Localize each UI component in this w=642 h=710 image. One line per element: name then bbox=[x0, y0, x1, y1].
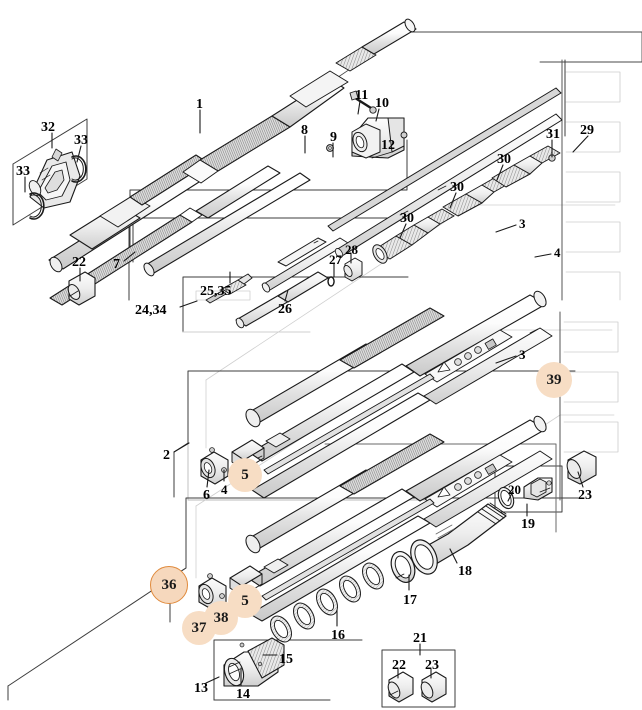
callout-25-35: 25,35 bbox=[200, 284, 232, 299]
callout-30: 30 bbox=[497, 152, 511, 167]
callout-16: 16 bbox=[331, 628, 345, 643]
leader-line-2 bbox=[173, 442, 190, 453]
highlight-marker-39[interactable]: 39 bbox=[536, 362, 572, 398]
callout-33: 33 bbox=[74, 133, 88, 148]
callout-8: 8 bbox=[301, 123, 308, 138]
leader-line-29 bbox=[572, 135, 589, 153]
leader-line-33 bbox=[76, 145, 82, 163]
callout-7: 7 bbox=[113, 257, 120, 272]
callout-22: 22 bbox=[392, 658, 406, 673]
callout-29: 29 bbox=[580, 123, 594, 138]
callout-17: 17 bbox=[403, 593, 417, 608]
callout-15: 15 bbox=[279, 652, 293, 667]
highlight-marker-5[interactable]: 5 bbox=[228, 458, 262, 492]
callout-12: 12 bbox=[381, 138, 395, 153]
callout-22: 22 bbox=[72, 255, 86, 270]
callout-20: 20 bbox=[508, 482, 521, 497]
callout-9: 9 bbox=[330, 130, 337, 145]
callout-23: 23 bbox=[578, 488, 592, 503]
leader-line-30 bbox=[449, 192, 457, 209]
leader-line-20 bbox=[507, 490, 514, 502]
callout-13: 13 bbox=[194, 681, 208, 696]
callout-28: 28 bbox=[345, 242, 358, 257]
callout-31: 31 bbox=[546, 127, 560, 142]
leader-line-4 bbox=[534, 253, 552, 258]
leader-line-30 bbox=[496, 164, 504, 181]
leader-line-11 bbox=[357, 100, 361, 115]
callout-3: 3 bbox=[519, 216, 526, 231]
callout-30: 30 bbox=[450, 180, 464, 195]
callout-23: 23 bbox=[425, 658, 439, 673]
callout-14: 14 bbox=[236, 687, 250, 702]
leader-line-30 bbox=[399, 223, 407, 239]
leader-line-13 bbox=[205, 676, 220, 684]
leader-line-3 bbox=[495, 355, 517, 364]
leader-line-18 bbox=[449, 548, 458, 564]
callout-18: 18 bbox=[458, 564, 472, 579]
leader-line-26 bbox=[284, 289, 289, 302]
callout-21: 21 bbox=[413, 631, 427, 646]
highlight-marker-37[interactable]: 37 bbox=[182, 611, 216, 645]
callout-27: 27 bbox=[329, 252, 342, 267]
callout-2: 2 bbox=[163, 448, 170, 463]
callout-1: 1 bbox=[196, 97, 203, 112]
leader-line-24-34 bbox=[179, 300, 198, 308]
callout-19: 19 bbox=[521, 517, 535, 532]
callout-24-34: 24,34 bbox=[135, 303, 167, 318]
callout-6: 6 bbox=[203, 488, 210, 503]
callout-4: 4 bbox=[554, 245, 561, 260]
callout-33: 33 bbox=[16, 164, 30, 179]
callout-3: 3 bbox=[519, 347, 526, 362]
callout-10: 10 bbox=[375, 96, 389, 111]
leader-line-10 bbox=[375, 108, 380, 122]
highlight-marker-36[interactable]: 36 bbox=[150, 566, 188, 604]
leader-line-6 bbox=[206, 469, 210, 488]
callout-30: 30 bbox=[400, 211, 414, 226]
callout-32: 32 bbox=[41, 120, 55, 135]
callout-26: 26 bbox=[278, 302, 292, 317]
leader-line-23 bbox=[577, 471, 584, 488]
callout-11: 11 bbox=[355, 88, 369, 103]
leader-line-3 bbox=[495, 224, 517, 233]
leader-line-7 bbox=[123, 251, 136, 262]
callout-4: 4 bbox=[221, 482, 228, 497]
